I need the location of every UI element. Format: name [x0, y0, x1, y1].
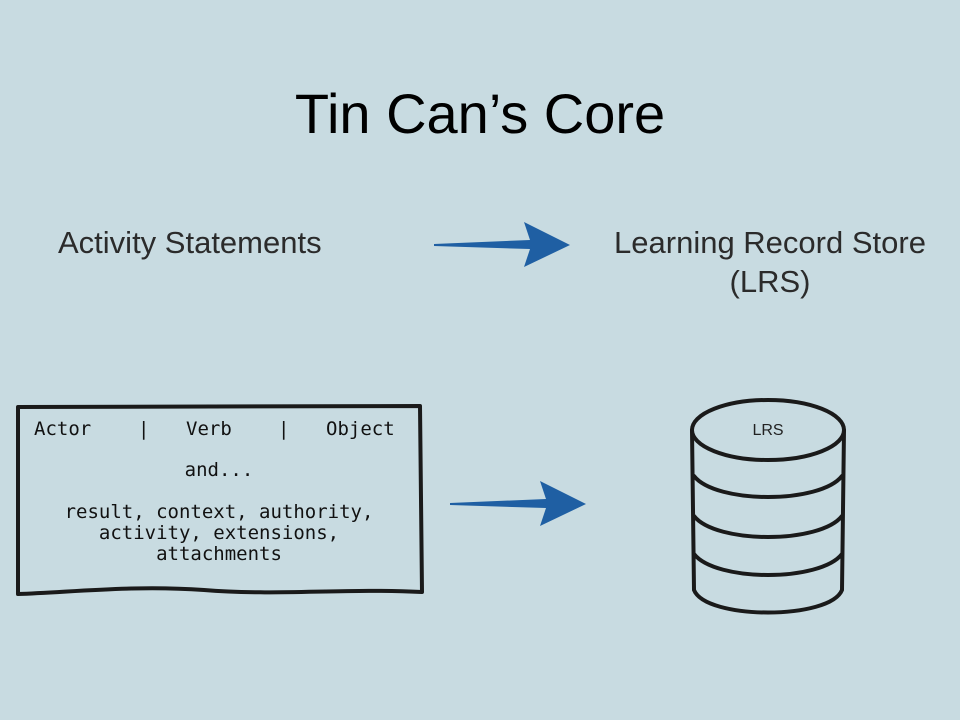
activity-statement-card: Actor | Verb | Object and... result, con…: [14, 402, 426, 602]
slide-title: Tin Can’s Core: [294, 82, 666, 145]
statement-separator: |: [138, 418, 150, 440]
statement-separator: |: [278, 418, 290, 440]
arrow-right-icon: [450, 481, 586, 526]
database-icon: [690, 398, 846, 615]
statement-card-frame: [16, 404, 424, 596]
statement-object: Object: [326, 418, 395, 440]
lrs-heading-line2: (LRS): [729, 263, 811, 299]
activity-statements-heading: Activity Statements: [58, 225, 322, 260]
arrow-right-icon: [434, 222, 570, 267]
lrs-heading: Learning Record Store (LRS): [588, 224, 952, 302]
statement-verb: Verb: [186, 418, 232, 440]
statement-fields-line1: result, context, authority,: [64, 501, 374, 523]
lrs-heading-line1: Learning Record Store: [614, 225, 926, 260]
statement-and: and...: [184, 459, 254, 481]
statement-fields-line3: attachments: [156, 543, 282, 565]
statement-fields-line2: activity, extensions,: [98, 522, 340, 544]
statement-actor: Actor: [34, 418, 92, 440]
database-label: LRS: [752, 422, 784, 439]
